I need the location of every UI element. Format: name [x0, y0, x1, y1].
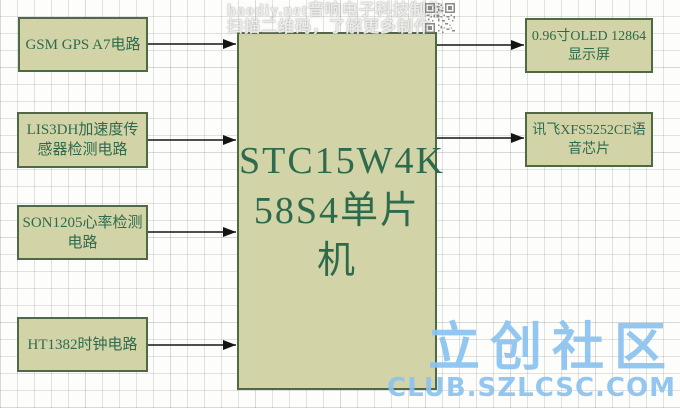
label-line: 显示屏	[568, 47, 610, 63]
watermark-text-line1: haodiy.net音响电子科技制作	[227, 2, 444, 19]
label-line: LIS3DH加速度传	[26, 122, 139, 138]
label-line: STC15W4K	[239, 140, 445, 182]
block-oled-12864-display: 0.96寸OLED 12864 显示屏	[525, 18, 653, 73]
szlcsc-logo-text: 立创社区	[427, 318, 676, 378]
block-stc15w4k58s4-mcu-label: STC15W4K 58S4单片 机	[239, 136, 445, 286]
label-line: 感器检测电路	[37, 142, 128, 158]
block-gsm-gps-a7: GSM GPS A7电路	[18, 17, 148, 72]
szlcsc-site-url: CLUB.SZLCSC.COM	[387, 373, 676, 403]
label-line: 58S4单片	[253, 190, 421, 232]
block-lis3dh-accel: LIS3DH加速度传 感器检测电路	[17, 112, 148, 168]
label-line: 讯飞XFS5252CE语	[532, 122, 646, 138]
qr-code-icon	[425, 3, 455, 33]
block-ht1382-clock: HT1382时钟电路	[17, 317, 148, 372]
watermark-text-line2: 扫描二维码，了解更多制作	[227, 19, 432, 36]
label-line: 音芯片	[568, 141, 610, 157]
label-line: GSM GPS A7电路	[25, 36, 141, 53]
block-son1205-heart-rate-label: SON1205心率检测 电路	[19, 213, 146, 253]
block-ht1382-clock-label: HT1382时钟电路	[19, 335, 146, 355]
block-gsm-gps-a7-label: GSM GPS A7电路	[20, 35, 146, 55]
label-line: 电路	[67, 234, 98, 251]
block-son1205-heart-rate: SON1205心率检测 电路	[17, 205, 148, 260]
block-xfs5252ce-voice-chip: 讯飞XFS5252CE语 音芯片	[525, 112, 653, 167]
block-oled-12864-display-label: 0.96寸OLED 12864 显示屏	[527, 27, 651, 65]
block-lis3dh-accel-label: LIS3DH加速度传 感器检测电路	[19, 120, 146, 160]
block-stc15w4k58s4-mcu: STC15W4K 58S4单片 机	[237, 32, 445, 390]
label-line: 机	[316, 240, 357, 282]
label-line: SON1205心率检测	[22, 214, 143, 231]
label-line: HT1382时钟电路	[27, 336, 138, 353]
label-line: 0.96寸OLED 12864	[531, 28, 647, 44]
block-xfs5252ce-voice-chip-label: 讯飞XFS5252CE语 音芯片	[527, 121, 651, 159]
